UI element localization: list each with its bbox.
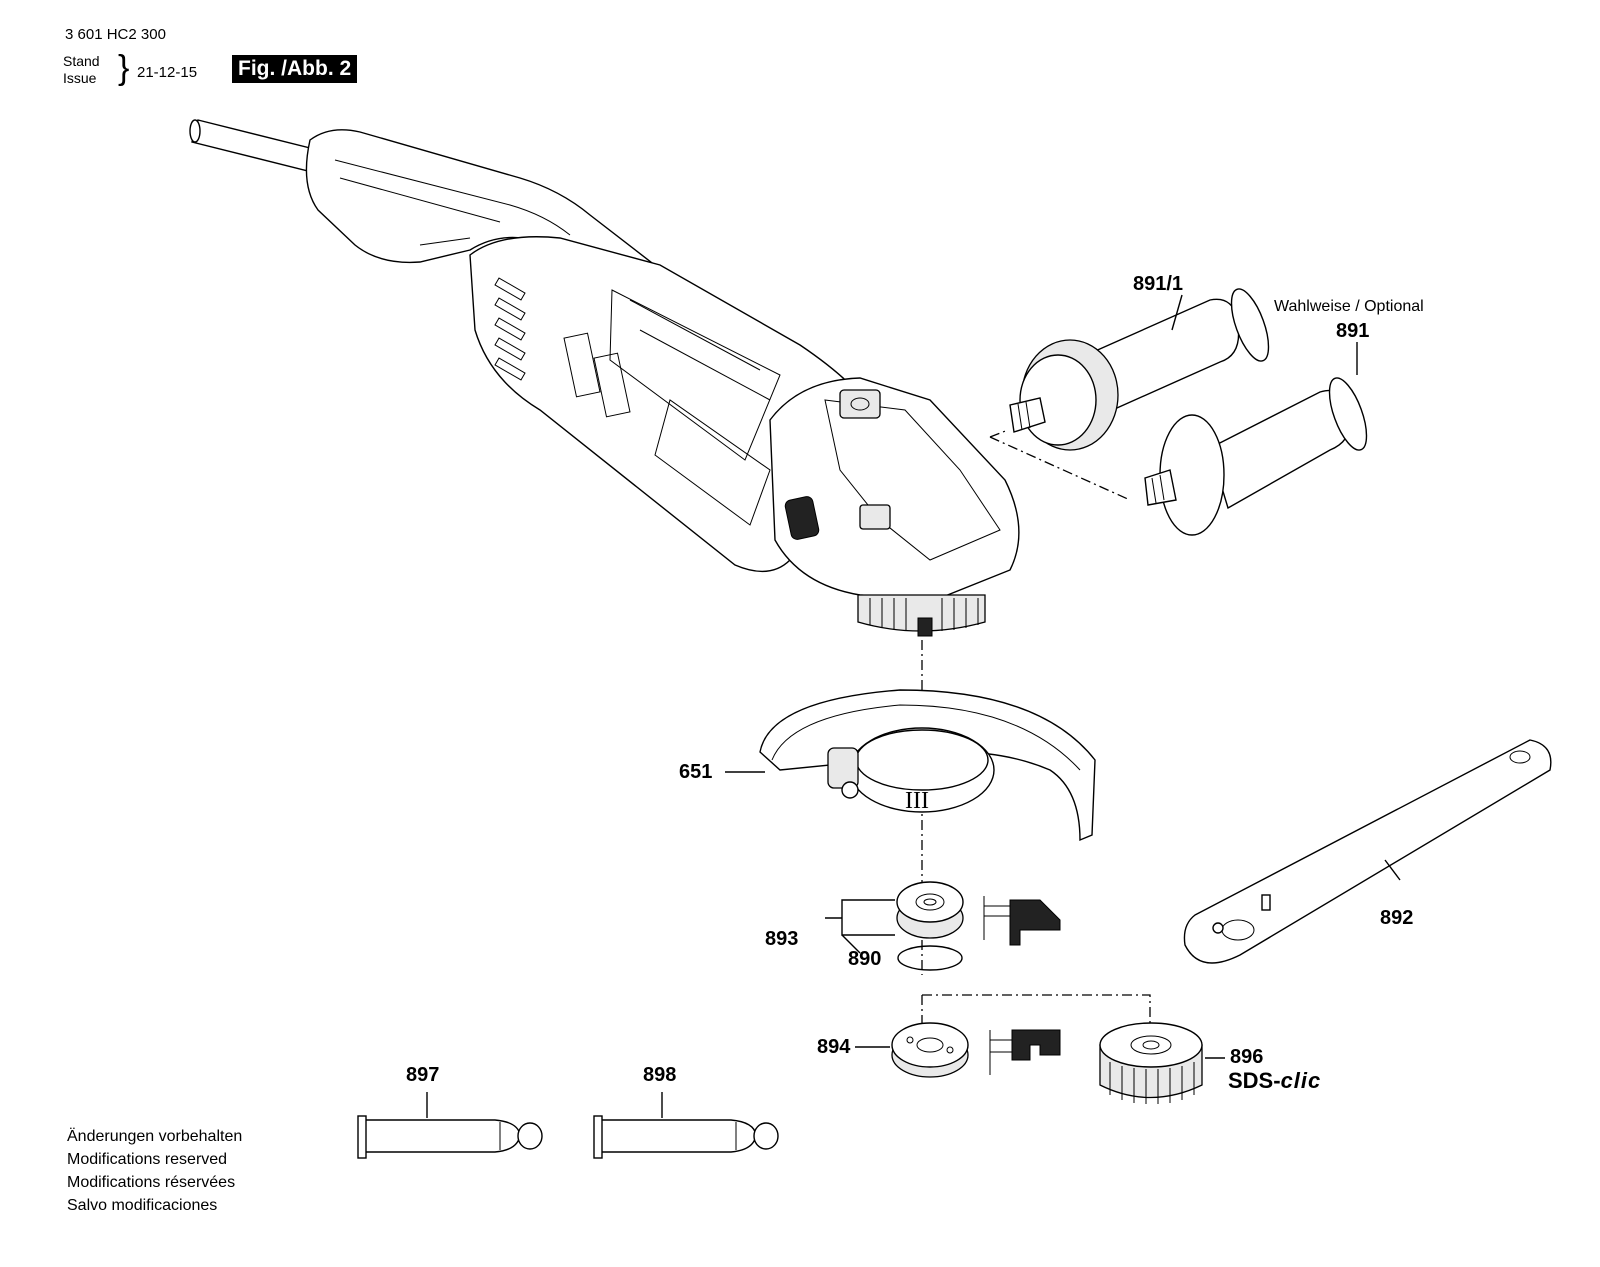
grease-tube-897 [357, 1092, 543, 1159]
wheel-guard-651: III [759, 689, 1096, 842]
clamping-nut-894 [891, 1022, 969, 1078]
part-label-890: 890 [848, 948, 882, 970]
sds-prefix: SDS- [1228, 1068, 1281, 1093]
doc-number: 3 601 HC2 300 [65, 26, 166, 43]
o-ring-890 [897, 945, 963, 971]
angle-grinder [189, 119, 1020, 637]
issue-date: 21-12-15 [137, 64, 198, 81]
grease-tube-898 [593, 1092, 779, 1159]
auxiliary-handle-891-1 [1009, 288, 1270, 451]
part-label-893: 893 [765, 928, 799, 950]
brace: } [118, 49, 130, 87]
wrench-892 [1183, 739, 1552, 964]
part-label-891: 891 [1336, 320, 1370, 342]
optional-note: Wahlweise / Optional [1274, 298, 1424, 315]
part-label-651: 651 [679, 761, 713, 783]
flange-profile-icon [983, 896, 1061, 946]
part-label-897: 897 [406, 1064, 440, 1086]
issue-label: Issue [63, 70, 97, 86]
mounting-flange-893 [896, 881, 964, 939]
sds-clic-label: SDS-clic [1228, 1068, 1321, 1094]
sds-suffix: clic [1280, 1068, 1322, 1093]
nut-profile-icon [989, 1029, 1061, 1075]
sds-clic-nut-896 [1099, 1022, 1203, 1104]
footer-note-en: Modifications reserved [67, 1151, 228, 1168]
footer-note-es: Salvo modificaciones [67, 1197, 218, 1214]
footer-notes: Änderungen vorbehalten Modifications res… [67, 1125, 242, 1217]
part-label-894: 894 [817, 1036, 851, 1058]
footer-note-fr: Modifications réservées [67, 1174, 236, 1191]
part-label-896: 896 [1230, 1046, 1264, 1068]
part-label-891-1: 891/1 [1133, 273, 1184, 295]
figure-label: Fig. /Abb. 2 [232, 55, 358, 83]
footer-note-de: Änderungen vorbehalten [67, 1128, 243, 1145]
auxiliary-handle-891 [1144, 377, 1368, 536]
guard-marking-text: III [905, 788, 929, 814]
part-label-898: 898 [643, 1064, 677, 1086]
part-label-892: 892 [1380, 907, 1414, 929]
stand-label: Stand [63, 53, 100, 69]
